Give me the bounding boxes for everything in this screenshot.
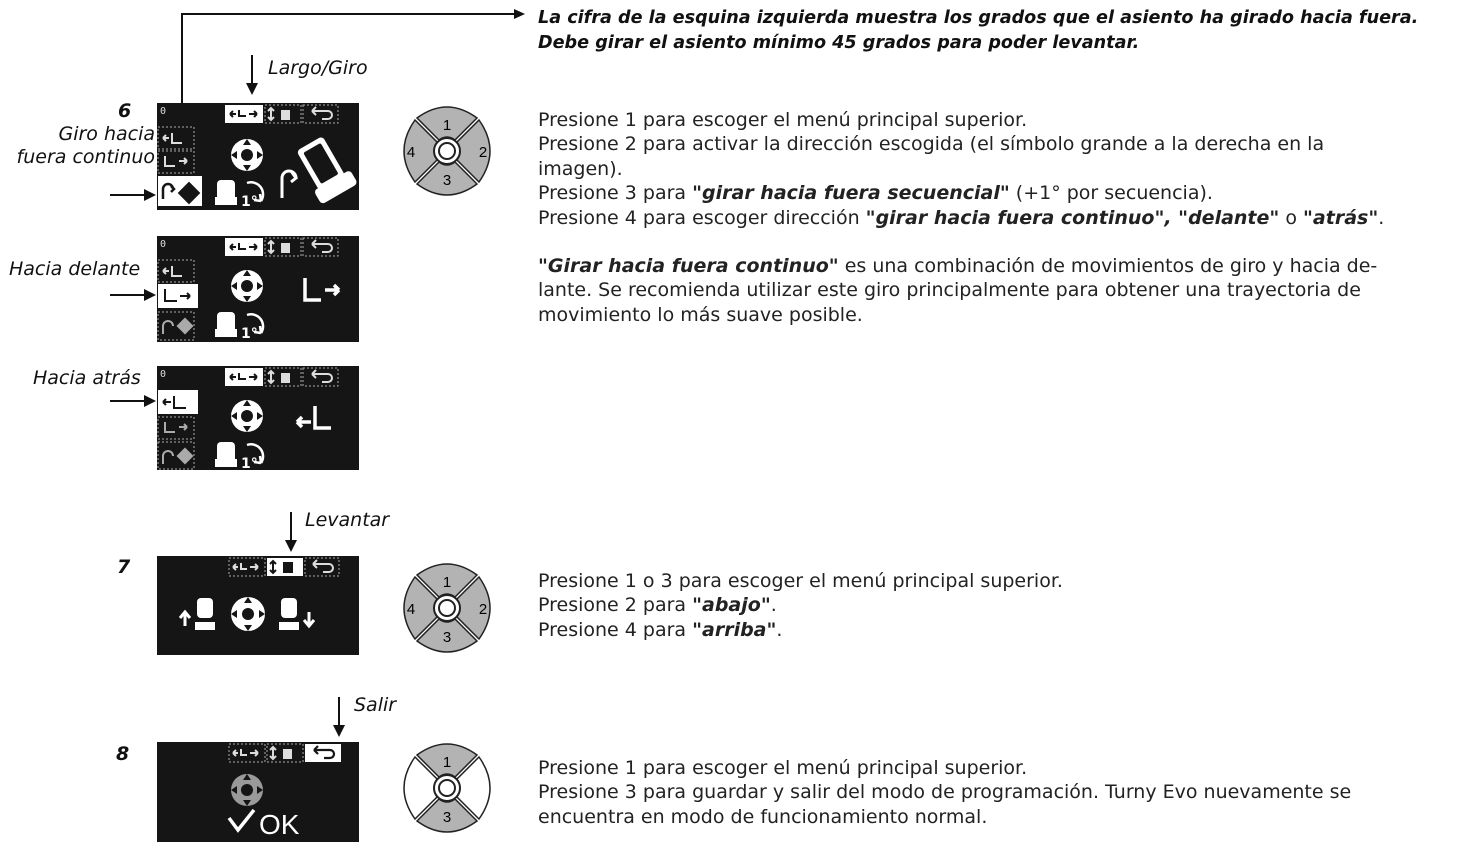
svg-text:1: 1 [443,574,451,591]
pointer-arrow-backward [110,395,156,407]
svg-text:4: 4 [407,144,415,161]
step-8-line-2: Presione 3 para guardar y salir del modo… [538,781,1352,804]
intro-text: La cifra de la esquina izquierda muestra… [538,6,1418,56]
menu-tab-exit [302,104,339,124]
menu-tab-lift [264,104,302,124]
step-6-label-line-2: fuera continuo [16,146,155,168]
step-6-label: Giro hacia fuera continuo [17,123,155,169]
step-7-line-3: Presione 4 para "arriba". [538,618,783,641]
callout-pointer-arrow [181,9,525,103]
svg-text:0: 0 [160,239,166,250]
step-6-line-5: Presione 4 para escoger dirección "girar… [538,206,1385,229]
keypad-step-6: 1 3 4 2 [403,106,491,196]
svg-text:3: 3 [443,809,451,826]
salir-label: Salir [354,694,397,716]
svg-text:4: 4 [407,601,415,618]
joystick-faded-icon [231,774,263,806]
lcd-screen-forward: 0 1° [157,236,359,342]
lcd-screen-continuous: 0 1° [157,103,359,210]
step-8-number: 8 [116,743,130,765]
svg-text:2: 2 [479,144,487,161]
svg-text:3: 3 [443,629,451,646]
svg-text:1: 1 [443,117,451,134]
step-6-para-line-1: "Girar hacia fuera continuo" es una comb… [538,255,1378,278]
svg-text:0: 0 [160,369,166,380]
svg-text:2: 2 [479,601,487,618]
svg-text:1°: 1° [241,326,258,342]
keypad-step-7: 1 3 4 2 [403,563,491,653]
degree-readout: 0 [160,106,166,117]
ok-text: OK [259,809,300,840]
step-6-para-line-3: movimiento lo más suave posible. [538,303,863,326]
svg-text:1: 1 [443,754,451,771]
step-7-line-2: Presione 2 para "abajo". [538,594,777,617]
intro-line-2: Debe girar el asiento mínimo 45 grados p… [538,33,1140,53]
step-7-line-1: Presione 1 o 3 para escoger el menú prin… [538,570,1063,592]
step-6-line-4: Presione 3 para "girar hacia fuera secue… [538,182,1213,205]
intro-line-1: La cifra de la esquina izquierda muestra… [538,8,1419,28]
menu-tab-length-rotation [225,105,263,123]
down-arrow-salir [333,697,345,737]
step-8-line-1: Presione 1 para escoger el menú principa… [538,757,1028,779]
svg-text:1°: 1° [241,194,258,210]
step-6-line-1: Presione 1 para escoger el menú principa… [538,109,1028,131]
step-6-para-line-2: lante. Se recomienda utilizar este giro … [538,279,1361,302]
largo-giro-label: Largo/Giro [268,57,368,79]
pointer-arrow-continuous [110,189,156,201]
lcd-screen-exit: OK [157,742,359,842]
down-arrow-levantar [285,512,297,552]
lcd-screen-backward: 0 1° [157,366,359,470]
step-7-number: 7 [117,556,131,578]
backward-label: Hacia atrás [33,367,141,389]
step-6-label-line-1: Giro hacia [58,123,155,145]
checkmark-icon [227,808,256,833]
svg-text:1°: 1° [241,456,258,470]
step-6-line-3: imagen). [538,157,623,180]
step-6-line-2: Presione 2 para activar la dirección esc… [538,133,1325,156]
step-6-instructions: Presione 1 para escoger el menú principa… [538,108,1384,327]
levantar-label: Levantar [305,509,390,531]
step-8-instructions: Presione 1 para escoger el menú principa… [538,756,1351,829]
svg-text:3: 3 [443,172,451,189]
step-8-line-3: encuentra en modo de funcionamiento norm… [538,805,988,828]
step-7-instructions: Presione 1 o 3 para escoger el menú prin… [538,569,1063,642]
keypad-step-8: 1 3 [403,743,491,833]
down-arrow-largo-giro [246,55,258,95]
joystick-symbol [231,139,263,171]
pointer-arrow-forward [110,289,156,301]
step-6-number: 6 [118,100,132,122]
forward-label: Hacia delante [9,258,141,280]
lcd-screen-lift [157,556,359,655]
